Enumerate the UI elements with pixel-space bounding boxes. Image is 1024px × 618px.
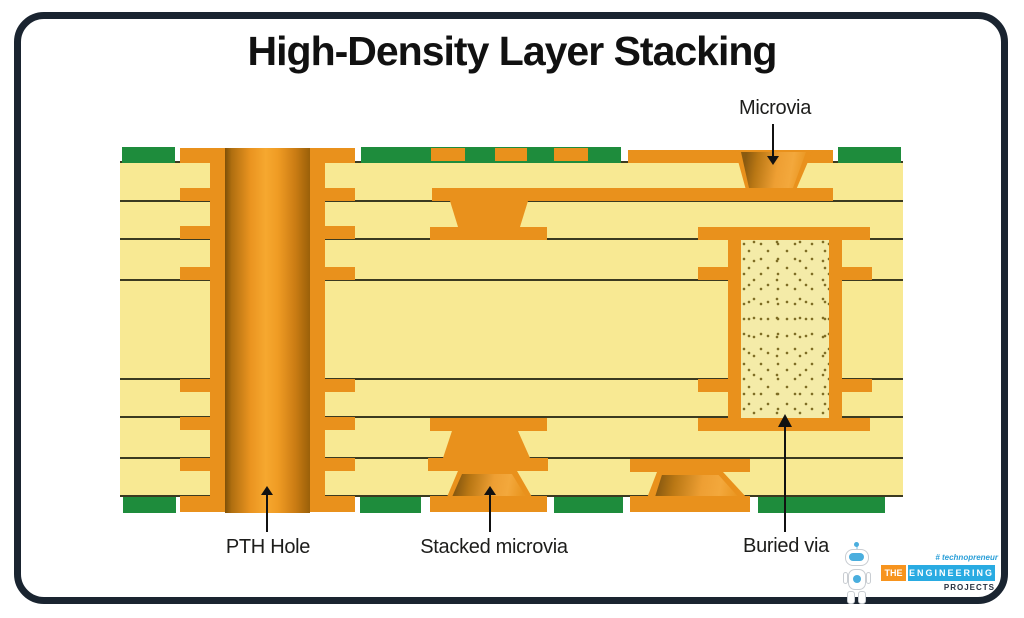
logo-projects-text: PROJECTS xyxy=(943,583,995,592)
stacked-via-trapezoid xyxy=(443,431,530,458)
border-frame xyxy=(14,12,1008,604)
diagram-title: High-Density Layer Stacking xyxy=(247,28,778,74)
bottom-microvia-flange xyxy=(630,496,750,512)
smd-pad xyxy=(495,148,527,161)
pth-pad-tab xyxy=(180,226,210,239)
stacked-microvia-label: Stacked microvia xyxy=(420,536,568,558)
layer7-pad xyxy=(428,458,548,471)
pth-pad-tab xyxy=(180,188,210,201)
buried-via-arrow-line xyxy=(784,426,786,532)
buried-via-wall xyxy=(728,240,741,418)
buried-via-wall xyxy=(829,240,842,418)
blind-via-trapezoid xyxy=(450,201,528,227)
pth-barrel xyxy=(225,148,310,513)
buried-via-resin-fill xyxy=(741,240,829,418)
buried-via-pad-tab xyxy=(842,379,872,392)
solder-mask-segment xyxy=(122,147,175,163)
pth-pad-tab xyxy=(325,379,355,392)
pth-hole-arrow-head xyxy=(261,486,273,495)
stacked-microvia-arrow-head xyxy=(484,486,496,495)
layer3-pad xyxy=(430,227,547,240)
pth-hole-label: PTH Hole xyxy=(225,536,311,558)
pth-pad-tab xyxy=(325,226,355,239)
pth-pad-tab xyxy=(325,417,355,430)
stacked-microvia-arrow-line xyxy=(489,494,491,532)
smd-pad xyxy=(431,148,465,161)
pth-pad-tab xyxy=(180,267,210,280)
logo-the-box: THE xyxy=(881,565,906,581)
layer6-pad xyxy=(430,418,547,431)
logo-engineering-box: ENGINEERING xyxy=(908,565,995,581)
microvia-label: Microvia xyxy=(738,97,812,119)
bottom-microvia-cone-shading xyxy=(654,475,740,498)
buried-via-label: Buried via xyxy=(743,535,829,557)
buried-via-top-cap xyxy=(698,227,870,240)
solder-mask-segment xyxy=(838,147,901,163)
buried-via-pad-tab xyxy=(698,267,728,280)
copper-layer-line xyxy=(120,416,903,418)
stacked-microvia-cone-shading xyxy=(452,474,526,497)
solder-mask-segment xyxy=(123,497,176,513)
solder-mask-segment xyxy=(360,497,421,513)
pth-pad-tab xyxy=(325,267,355,280)
buried-via-arrow-head xyxy=(778,414,792,427)
stacked-microvia-bottom-flange xyxy=(430,496,547,512)
microvia-arrow-line xyxy=(772,124,774,157)
pth-pad-tab xyxy=(180,417,210,430)
pth-wall xyxy=(310,163,325,497)
pth-wall xyxy=(210,163,225,497)
layer2-copper-trace xyxy=(432,188,833,201)
copper-layer-line xyxy=(120,279,903,281)
logo-tagline: # technopreneur xyxy=(935,553,998,562)
smd-pad xyxy=(554,148,588,161)
pth-hole-arrow-line xyxy=(266,494,268,532)
pth-pad-tab xyxy=(180,458,210,471)
solder-mask-segment xyxy=(758,497,885,513)
pth-pad-tab xyxy=(180,379,210,392)
buried-via-pad-tab xyxy=(698,379,728,392)
pth-pad-tab xyxy=(325,188,355,201)
microvia-arrow-head xyxy=(767,156,779,165)
pth-pad-tab xyxy=(325,458,355,471)
solder-mask-segment xyxy=(554,497,623,513)
layer7-pad xyxy=(630,459,750,472)
buried-via-pad-tab xyxy=(842,267,872,280)
copper-layer-line xyxy=(120,378,903,380)
